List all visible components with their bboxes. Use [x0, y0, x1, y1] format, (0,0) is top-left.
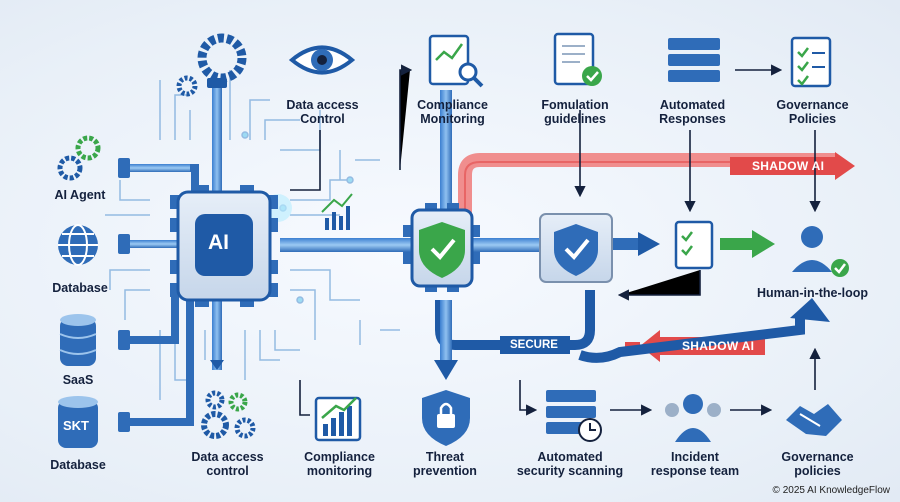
- main-pipe: [280, 238, 415, 252]
- input-connectors: [118, 158, 199, 432]
- checklist-icon: [790, 36, 832, 88]
- database-globe-icon: [58, 224, 98, 266]
- security-box-2: [539, 213, 613, 283]
- support-team-icon: [665, 394, 721, 442]
- bottom-label-data-access: Data access control: [191, 450, 264, 478]
- bottom-label-threat: Threat prevention: [413, 450, 477, 478]
- scanning-server-icon: [546, 390, 602, 442]
- input-label-database-2: Database: [50, 458, 106, 472]
- skt-badge: SKT: [63, 418, 89, 433]
- compliance-report-icon: [428, 34, 484, 88]
- flow-arrows: [290, 64, 821, 416]
- server-stack-icon: [668, 38, 720, 82]
- eye-icon: [288, 45, 356, 75]
- document-check-icon: [553, 32, 602, 86]
- bottom-label-governance: Governance policies: [781, 450, 854, 478]
- input-label-ai-agent: AI Agent: [54, 188, 106, 202]
- gear-icon: [176, 33, 256, 439]
- skt-database-icon: [58, 396, 98, 448]
- ai-chip-label: AI: [208, 231, 229, 254]
- main-pipe-2: [470, 238, 540, 252]
- top-label-automated-responses: Automated Responses: [659, 98, 726, 126]
- secure-route: [434, 90, 830, 380]
- task-clipboard-icon: [674, 220, 714, 270]
- input-label-database: Database: [52, 281, 108, 295]
- top-label-governance: Governance Policies: [776, 98, 849, 126]
- secure-tag: SECURE: [510, 339, 558, 351]
- saas-database-icon: [59, 314, 97, 366]
- top-label-data-access: Data access Control: [286, 98, 359, 126]
- security-chip: [403, 203, 480, 292]
- bottom-label-scanning: Automated security scanning: [516, 450, 624, 478]
- ai-agent-icon: [57, 135, 101, 181]
- top-label-compliance: Compliance Monitoring: [417, 98, 488, 126]
- small-chart-icon: [321, 193, 353, 230]
- shadow-ai-tag-bottom: SHADOW AI: [682, 339, 755, 353]
- input-label-saas: SaaS: [62, 373, 94, 387]
- ai-chip: [170, 185, 278, 307]
- shadow-ai-tag-top: SHADOW AI: [752, 159, 825, 173]
- handshake-icon: [786, 404, 842, 436]
- lock-shield-icon: [422, 390, 470, 446]
- bottom-label-incident: Incident response team: [650, 450, 740, 478]
- human-user-icon: [792, 226, 849, 277]
- bottom-label-compliance: Compliance monitoring: [304, 450, 375, 478]
- copyright-footer: © 2025 AI KnowledgeFlow: [772, 485, 890, 496]
- human-in-the-loop-label: Human-in-the-loop: [756, 286, 869, 300]
- growth-chart-icon: [314, 396, 362, 442]
- top-label-formulation: Fomulation guidelines: [541, 98, 609, 126]
